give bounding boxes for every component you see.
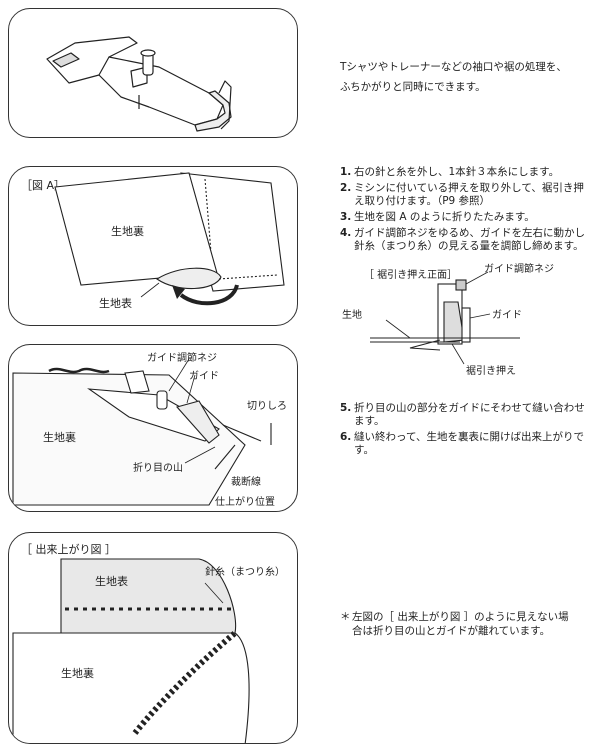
step-item: 6.縫い終わって、生地を裏表に開けば出来上がりです。 (340, 431, 584, 456)
sewing-finish-label: 仕上がり位置 (215, 497, 275, 508)
step-item: 1.右の針と糸を外し、1本針３本糸にします。 (340, 166, 560, 178)
note-line-1: 左図の［ 出来上がり図 ］のように見えない場 (352, 611, 569, 623)
presser-foot-drawing (46, 36, 232, 132)
front-view-guide-label: ガイド (492, 310, 522, 321)
intro-line-1: Tシャツやトレーナーなどの袖口や裾の処理を、 (340, 61, 567, 73)
figure-a-back-label: 生地裏 (111, 225, 144, 238)
sewing-cut-line-label: 裁断線 (231, 477, 261, 488)
finished-thread-label: 針糸（まつり糸） (205, 567, 285, 578)
sewing-screw-label: ガイド調節ネジ (147, 353, 217, 364)
sewing-trim-label: 切りしろ (247, 401, 287, 412)
step-item: 2.ミシンに付いている押えを取り外して、裾引き押え取り付けます。（P9 参照） (340, 182, 584, 207)
finished-figure-panel: ［ 出来上がり図 ］ 生地表 針糸（まつり糸） 生地裏 (8, 532, 298, 744)
step-item: 5.折り目の山の部分をガイドにそわせて縫い合わせます。 (340, 402, 585, 427)
finished-fabric-drawing (12, 558, 250, 743)
step-item: 4.ガイド調節ネジをゆるめ、ガイドを左右に動かし針糸（まつり糸）の見える量を調節… (340, 227, 585, 252)
note-line-2: 合は折り目の山とガイドが離れています。 (352, 625, 551, 637)
intro-text: Tシャツやトレーナーなどの袖口や裾の処理を、 ふちかがりと同時にできます。 (340, 60, 590, 94)
front-view-drawing (370, 271, 520, 365)
steps-1-to-4: 1.右の針と糸を外し、1本針３本糸にします。 2.ミシンに付いている押えを取り外… (340, 166, 590, 256)
front-view-diagram: ［ 裾引き押え正面］ ガイド調節ネジ 生地 ガイド 裾引き押え (340, 258, 590, 378)
front-view-foot-label: 裾引き押え (466, 366, 516, 377)
front-view-fabric-label: 生地 (342, 310, 362, 321)
front-view-title: ［ 裾引き押え正面］ (364, 270, 458, 281)
steps-5-to-6: 5.折り目の山の部分をガイドにそわせて縫い合わせます。 6.縫い終わって、生地を… (340, 402, 590, 460)
figure-a-front-label: 生地表 (99, 297, 132, 310)
figure-a-tag: ［図 A］ (21, 179, 66, 192)
note-mark: ＊ (340, 611, 351, 623)
sewing-back-label: 生地裏 (43, 431, 76, 444)
sewing-guide-label: ガイド (189, 371, 219, 382)
finished-tag: ［ 出来上がり図 ］ (21, 543, 116, 556)
note-text: ＊ 左図の［ 出来上がり図 ］のように見えない場 合は折り目の山とガイドが離れて… (340, 610, 590, 638)
intro-line-2: ふちかがりと同時にできます。 (340, 81, 486, 93)
finished-front-label: 生地表 (95, 575, 128, 588)
step-item: 3.生地を図 A のように折りたたみます。 (340, 211, 535, 223)
front-view-screw-label: ガイド調節ネジ (484, 264, 554, 275)
sewing-fold-label: 折り目の山 (133, 463, 183, 474)
sewing-drawing (12, 358, 272, 506)
foot-illustration-panel (8, 8, 298, 138)
figure-a-panel: ［図 A］ 生地裏 生地表 (8, 166, 298, 326)
folded-fabric-drawing (54, 172, 285, 306)
finished-back-label: 生地裏 (61, 667, 94, 680)
sewing-figure-panel: ガイド調節ネジ ガイド 切りしろ 生地裏 折り目の山 裁断線 仕上がり位置 (8, 344, 298, 512)
